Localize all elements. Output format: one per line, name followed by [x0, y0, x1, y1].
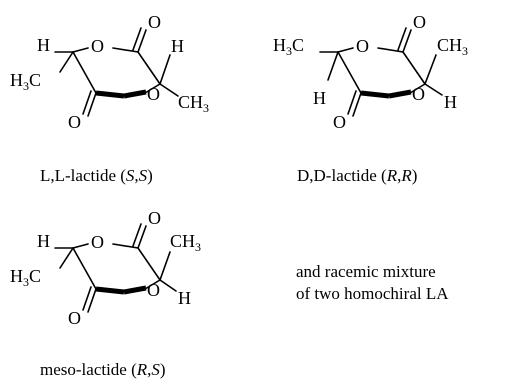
- dd-methyl-left: H3C: [273, 35, 304, 58]
- ll-methyl-left: H3C: [10, 70, 41, 93]
- dd-carbonyl-oxygen-top: O: [413, 12, 426, 32]
- dd-lactide-structure: O O O O H3C CH3 H H: [273, 12, 468, 132]
- meso-ring-oxygen-top: O: [91, 232, 104, 252]
- meso-carbonyl-oxygen-bottom: O: [68, 308, 81, 328]
- dd-hydrogen-left: H: [313, 88, 326, 108]
- ll-lactide-caption: L,L-lactide (S,S): [40, 166, 153, 185]
- racemic-note-line-2: of two homochiral LA: [296, 284, 449, 303]
- dd-ring-oxygen-bottom: O: [412, 84, 425, 104]
- meso-lactide-structure: O O O O H CH3 H3C H: [10, 208, 201, 328]
- racemic-note-line-1: and racemic mixture: [296, 262, 436, 281]
- ll-methyl-right: CH3: [178, 92, 209, 115]
- dd-lactide-caption: D,D-lactide (R,R): [297, 166, 418, 185]
- ll-carbonyl-oxygen-top: O: [148, 12, 161, 32]
- ll-ring-oxygen-top: O: [91, 36, 104, 56]
- dd-carbonyl-oxygen-bottom: O: [333, 112, 346, 132]
- dd-ring-oxygen-top: O: [356, 36, 369, 56]
- meso-hydrogen-left: H: [37, 231, 50, 251]
- meso-carbonyl-oxygen-top: O: [148, 208, 161, 228]
- dd-methyl-right: CH3: [437, 35, 468, 58]
- meso-methyl-right: CH3: [170, 231, 201, 254]
- meso-ring-oxygen-bottom: O: [147, 280, 160, 300]
- meso-methyl-left: H3C: [10, 266, 41, 289]
- ll-carbonyl-oxygen-bottom: O: [68, 112, 81, 132]
- meso-hydrogen-right: H: [178, 288, 191, 308]
- ll-lactide-structure: O O O O H H H3C CH3: [10, 12, 209, 132]
- ll-ring-oxygen-bottom: O: [147, 84, 160, 104]
- dd-hydrogen-right: H: [444, 92, 457, 112]
- ll-hydrogen-right: H: [171, 36, 184, 56]
- ll-hydrogen-left: H: [37, 35, 50, 55]
- meso-lactide-caption: meso-lactide (R,S): [40, 360, 166, 379]
